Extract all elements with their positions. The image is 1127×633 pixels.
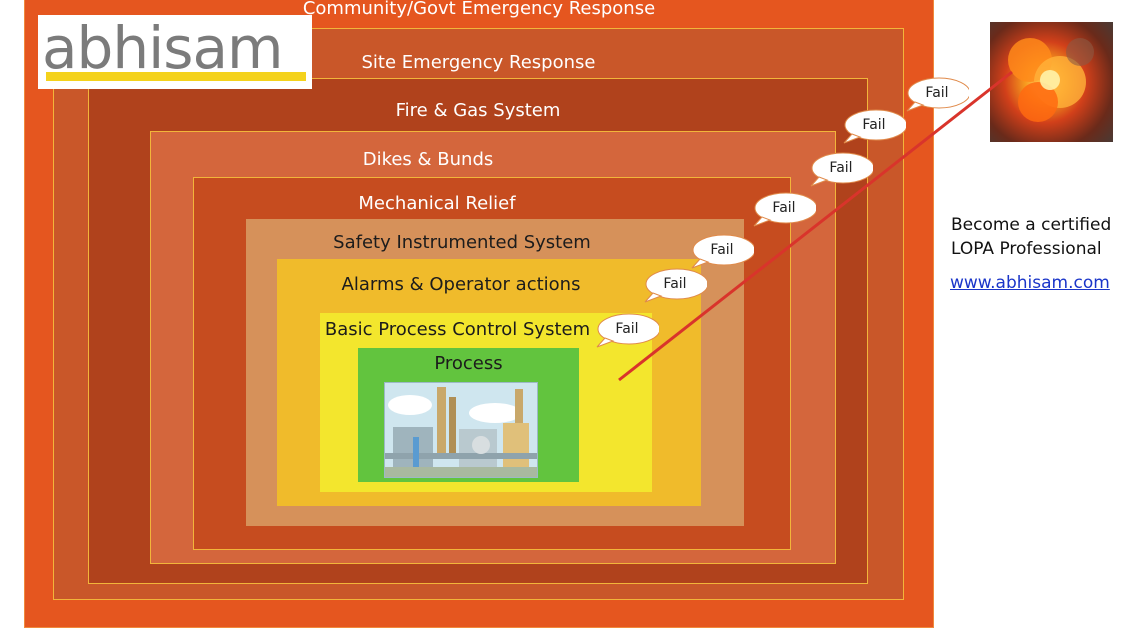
website-link[interactable]: www.abhisam.com [950,273,1110,293]
fail-callout: Fail [752,191,816,227]
layer-process: Process [358,348,579,482]
layer-label: Dikes & Bunds [362,149,494,170]
speech-bubble-icon [906,77,969,112]
fail-callout: Fail [643,267,707,303]
layer-label: Alarms & Operator actions [341,274,581,295]
side-promo-text: Become a certified LOPA Professional [951,213,1121,261]
fail-callout: Fail [690,233,754,269]
fail-label: Fail [710,242,734,258]
fail-label: Fail [615,321,639,337]
fail-label: Fail [862,117,886,133]
speech-bubble-icon [691,234,754,269]
refinery-illustration-icon [384,382,538,478]
promo-line-1: Become a certified [951,215,1112,235]
speech-bubble-icon [810,152,873,187]
fire-explosion-photo [990,22,1113,142]
fail-label: Fail [925,85,949,101]
fail-label: Fail [663,276,687,292]
fail-callout: Fail [809,151,873,187]
abhisam-logo: abhisam [38,14,312,89]
layer-label: Community/Govt Emergency Response [302,0,656,19]
fail-label: Fail [772,200,796,216]
speech-bubble-icon [644,268,707,303]
layer-label: Basic Process Control System [324,319,591,340]
logo-text: abhisam [42,14,283,82]
layer-label: Site Emergency Response [361,52,596,73]
fail-callout: Fail [842,108,906,144]
layer-label: Fire & Gas System [395,100,561,121]
logo-underline-bar [46,72,306,81]
fail-label: Fail [829,160,853,176]
promo-line-2: LOPA Professional [951,239,1102,259]
layer-label: Process [434,353,503,374]
speech-bubble-icon [596,313,659,348]
fail-callout: Fail [595,312,659,348]
layer-label: Mechanical Relief [358,193,516,214]
fail-callout: Fail [905,76,969,112]
speech-bubble-icon [753,192,816,227]
layer-label: Safety Instrumented System [333,232,591,253]
speech-bubble-icon [843,109,906,144]
